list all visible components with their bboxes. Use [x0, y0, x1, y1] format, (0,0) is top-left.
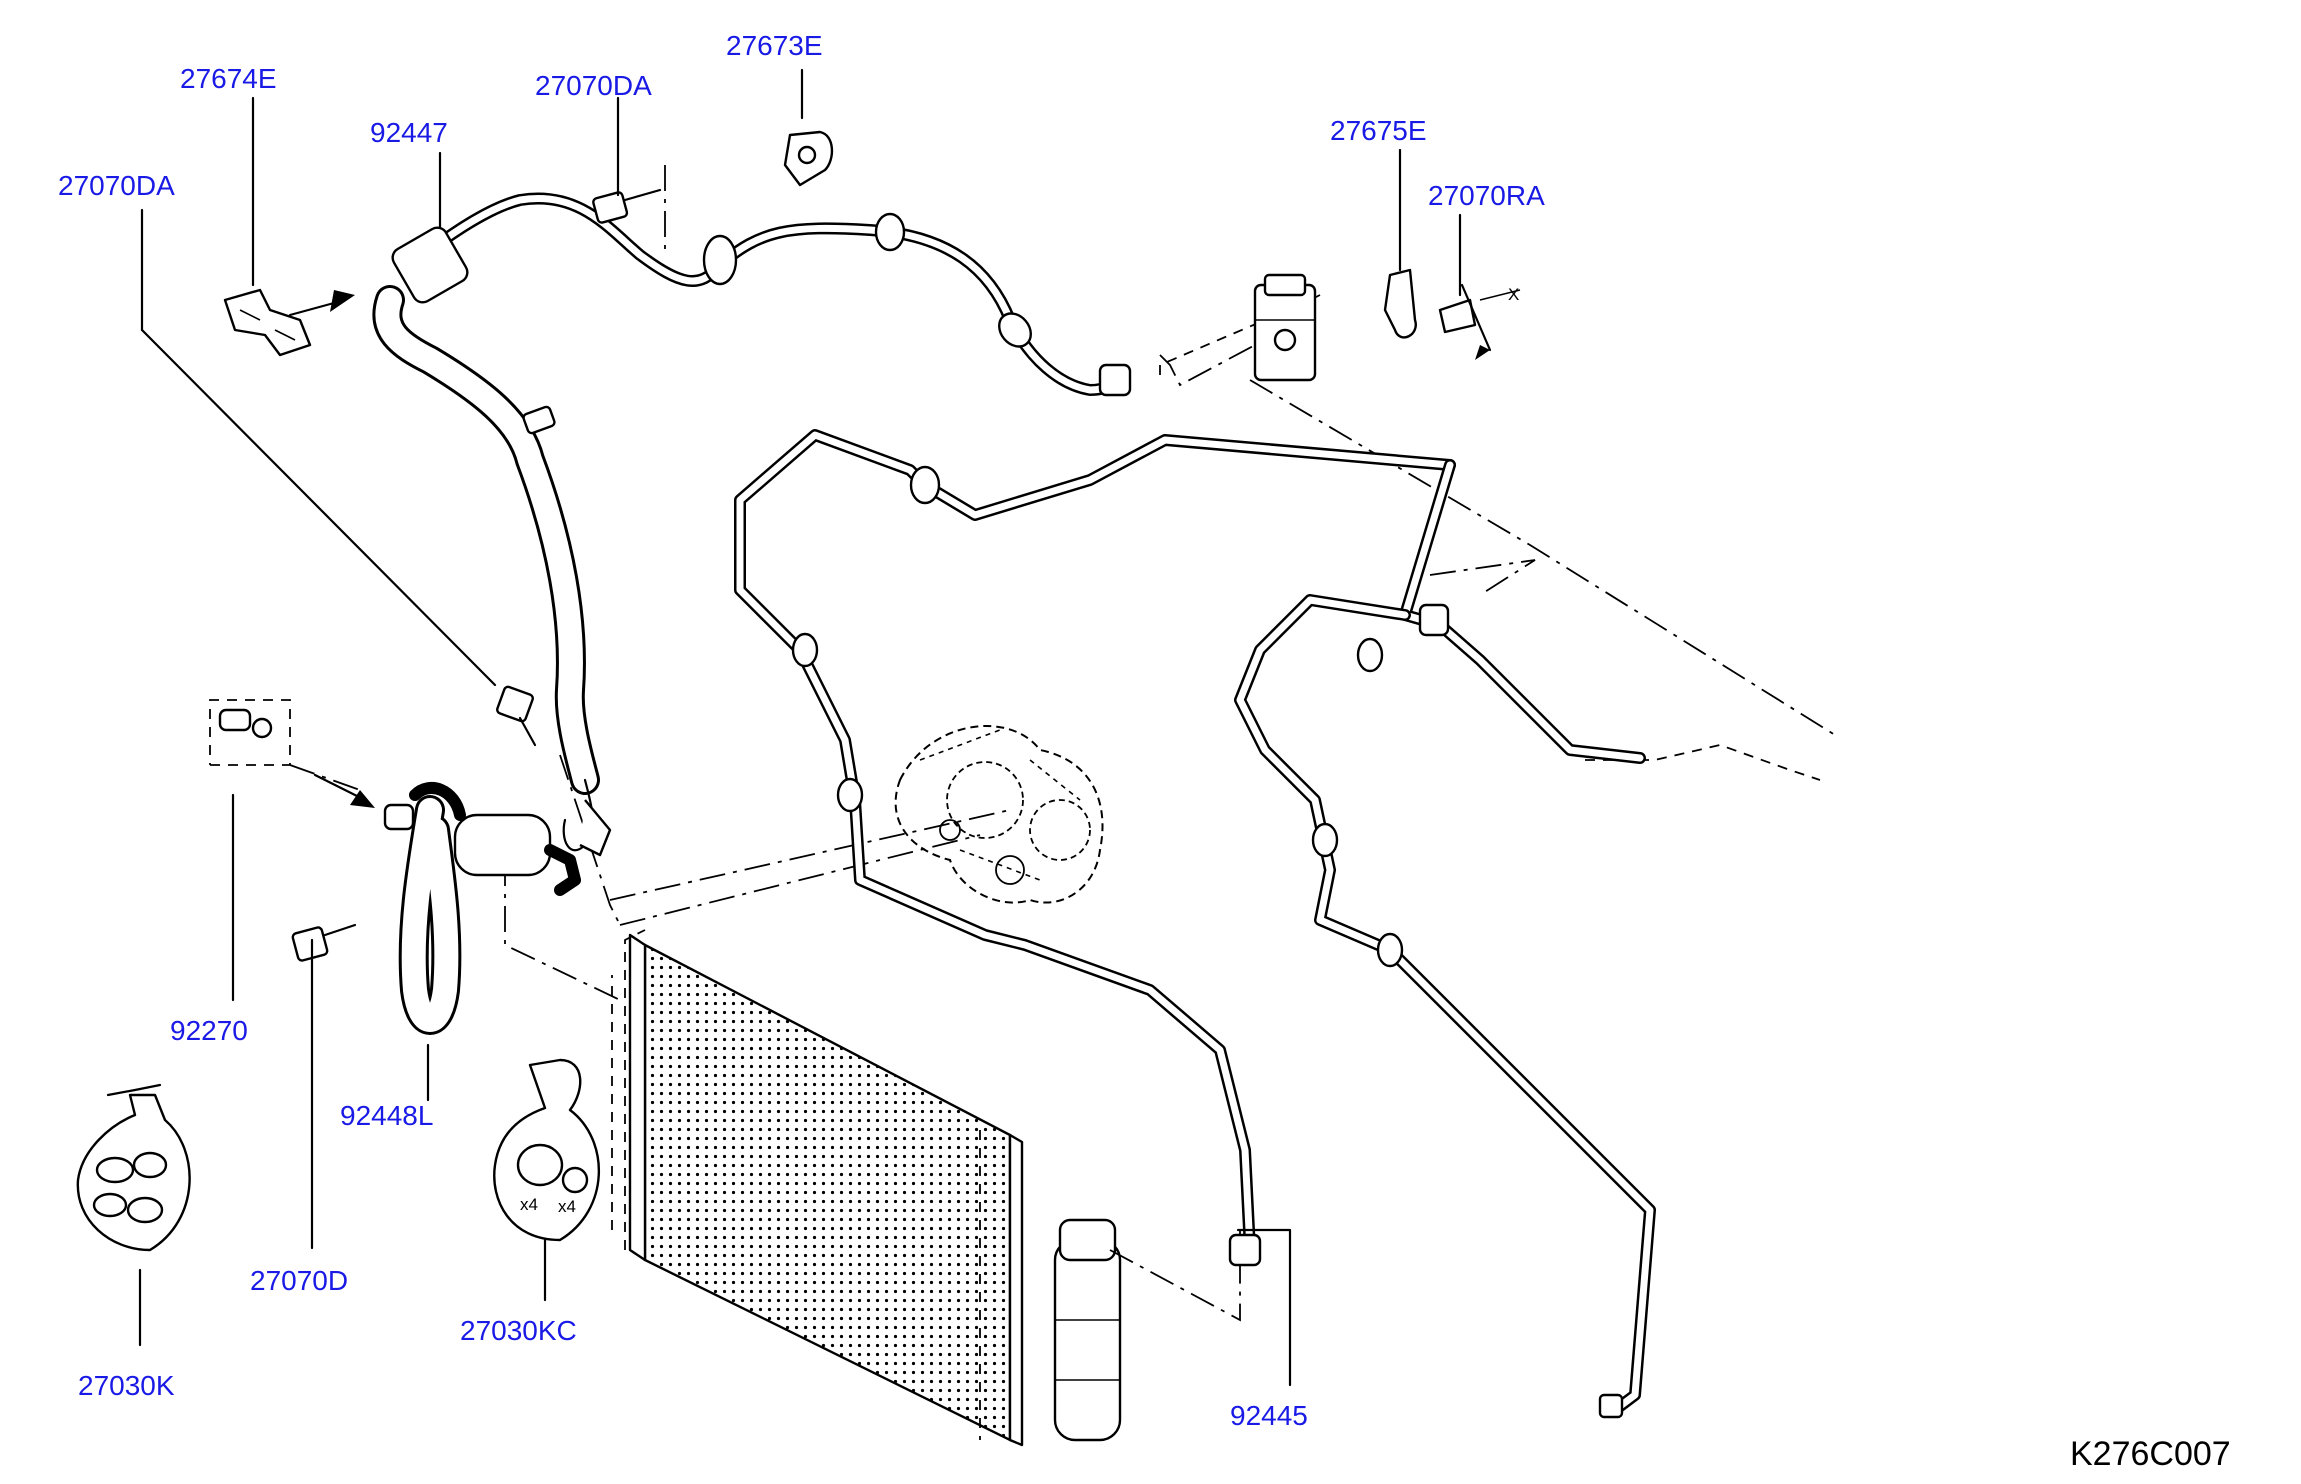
expansion-valve	[1253, 273, 1317, 382]
label-27674E[interactable]: 27674E	[180, 63, 277, 94]
label-27030K[interactable]: 27030K	[78, 1370, 175, 1401]
o-ring-92270	[218, 708, 273, 739]
clip-27674E	[223, 288, 355, 357]
label-27673E[interactable]: 27673E	[726, 30, 823, 61]
quantity-mark-ring-large: x4	[520, 1195, 538, 1214]
small-mark-x: X	[1508, 285, 1519, 304]
clip-27673E	[783, 130, 834, 187]
hose-92448L	[313, 773, 581, 1035]
quantity-mark-ring-small: x4	[558, 1197, 576, 1216]
label-92448L[interactable]: 92448L	[340, 1100, 433, 1131]
label-92270[interactable]: 92270	[170, 1015, 248, 1046]
bag-27030KC	[493, 1058, 600, 1242]
bracket-27675E	[1383, 268, 1417, 339]
bolt-27070D	[291, 923, 357, 962]
label-27070DA-left[interactable]: 27070DA	[58, 170, 175, 201]
label-27675E[interactable]: 27675E	[1330, 115, 1427, 146]
receiver-drier	[1053, 1218, 1122, 1442]
bag-27030K	[76, 1083, 191, 1252]
label-92445[interactable]: 92445	[1230, 1400, 1308, 1431]
label-27070RA[interactable]: 27070RA	[1428, 180, 1545, 211]
leader-lines	[138, 68, 1462, 1387]
label-27070DA-top[interactable]: 27070DA	[535, 70, 652, 101]
label-27030KC[interactable]: 27030KC	[460, 1315, 577, 1346]
bolt-27070RA	[1438, 283, 1521, 360]
reference-code: K276C007	[2070, 1435, 2231, 1473]
label-92447[interactable]: 92447	[370, 117, 448, 148]
compressor	[894, 725, 1104, 904]
label-27070D[interactable]: 27070D	[250, 1265, 348, 1296]
bolt-27070DA-left	[496, 685, 537, 747]
part-labels: 27674E 27070DA 27673E 92447 27070DA 2767…	[58, 30, 1545, 1431]
pipe-92445	[734, 429, 1456, 1267]
condenser	[611, 929, 1024, 1447]
pipe-right	[1234, 459, 1656, 1419]
bolt-27070DA-top	[592, 188, 662, 224]
hose-92447	[372, 192, 1132, 857]
